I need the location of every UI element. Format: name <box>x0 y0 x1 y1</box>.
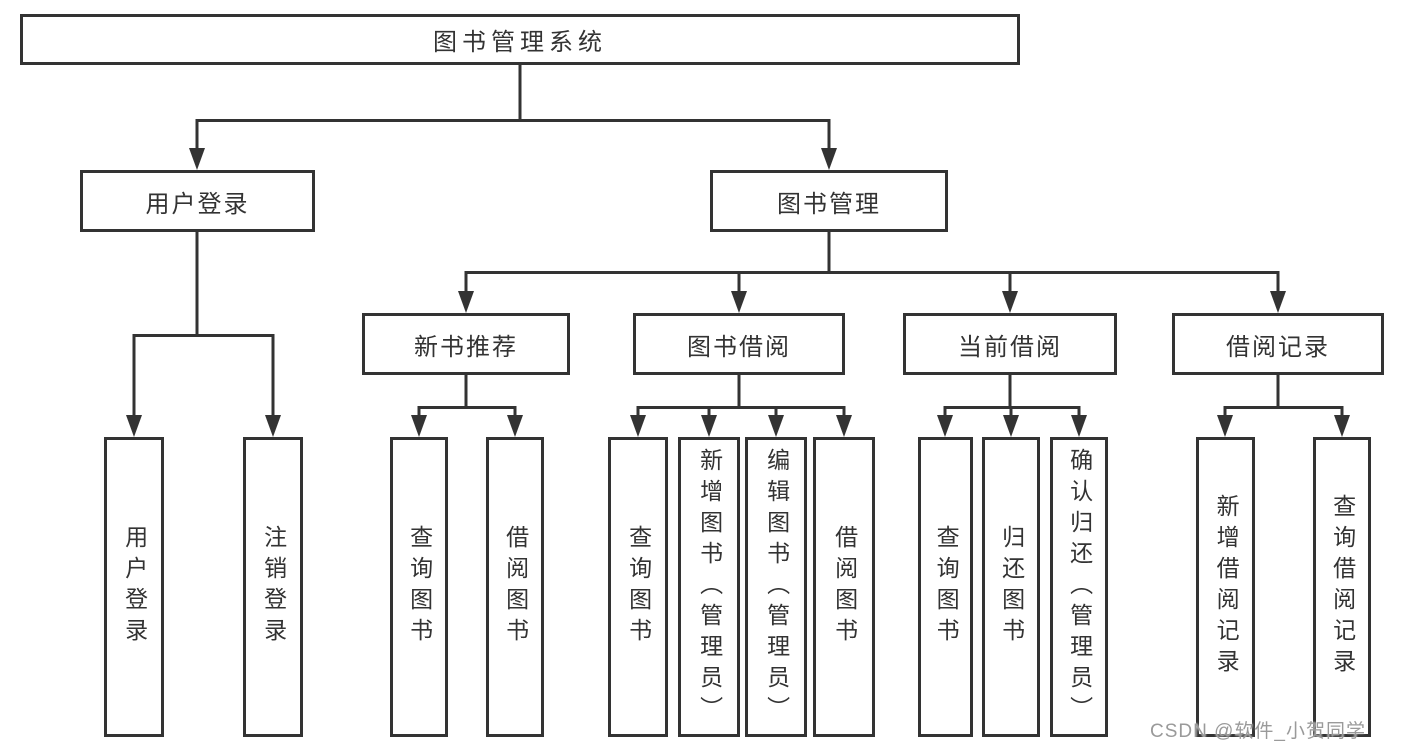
csdn-watermark: CSDN @软件_小贺同学 <box>1150 721 1366 742</box>
node-current-borrowing: 当前借阅 <box>903 313 1117 375</box>
leaf-query-books-current: 查询图书 <box>918 437 973 737</box>
leaf-label: 查询图书 <box>933 525 960 649</box>
node-user-login-branch: 用户登录 <box>80 170 315 232</box>
leaf-edit-book-admin: 编辑图书（管理员） <box>745 437 807 737</box>
leaf-logout: 注销登录 <box>243 437 303 737</box>
leaf-query-books-recommend: 查询图书 <box>390 437 448 737</box>
leaf-label: 确认归还（管理员） <box>1066 447 1093 727</box>
leaf-add-borrow-record: 新增借阅记录 <box>1196 437 1255 737</box>
node-borrowing-records: 借阅记录 <box>1172 313 1384 375</box>
node-library-management-system: 图书管理系统 <box>20 14 1020 65</box>
leaf-label: 借阅图书 <box>502 525 529 649</box>
leaf-label: 注销登录 <box>260 525 287 649</box>
node-book-borrowing: 图书借阅 <box>633 313 845 375</box>
leaf-add-book-admin: 新增图书（管理员） <box>678 437 740 737</box>
leaf-user-login: 用户登录 <box>104 437 164 737</box>
leaf-label: 用户登录 <box>121 525 148 649</box>
leaf-label: 查询图书 <box>625 525 652 649</box>
leaf-query-borrow-record: 查询借阅记录 <box>1313 437 1371 737</box>
leaf-label: 编辑图书（管理员） <box>763 447 790 727</box>
leaf-label: 借阅图书 <box>831 525 858 649</box>
node-new-book-recommendation: 新书推荐 <box>362 313 570 375</box>
leaf-label: 查询图书 <box>406 525 433 649</box>
leaf-label: 查询借阅记录 <box>1329 494 1356 680</box>
leaf-label: 新增借阅记录 <box>1213 494 1240 680</box>
leaf-label: 归还图书 <box>998 525 1025 649</box>
leaf-query-books-borrow: 查询图书 <box>608 437 668 737</box>
leaf-borrow-books: 借阅图书 <box>813 437 875 737</box>
leaf-borrow-books-recommend: 借阅图书 <box>486 437 544 737</box>
leaf-return-books: 归还图书 <box>982 437 1040 737</box>
leaf-label: 新增图书（管理员） <box>696 447 723 727</box>
leaf-confirm-return-admin: 确认归还（管理员） <box>1050 437 1108 737</box>
node-book-management-branch: 图书管理 <box>710 170 948 232</box>
